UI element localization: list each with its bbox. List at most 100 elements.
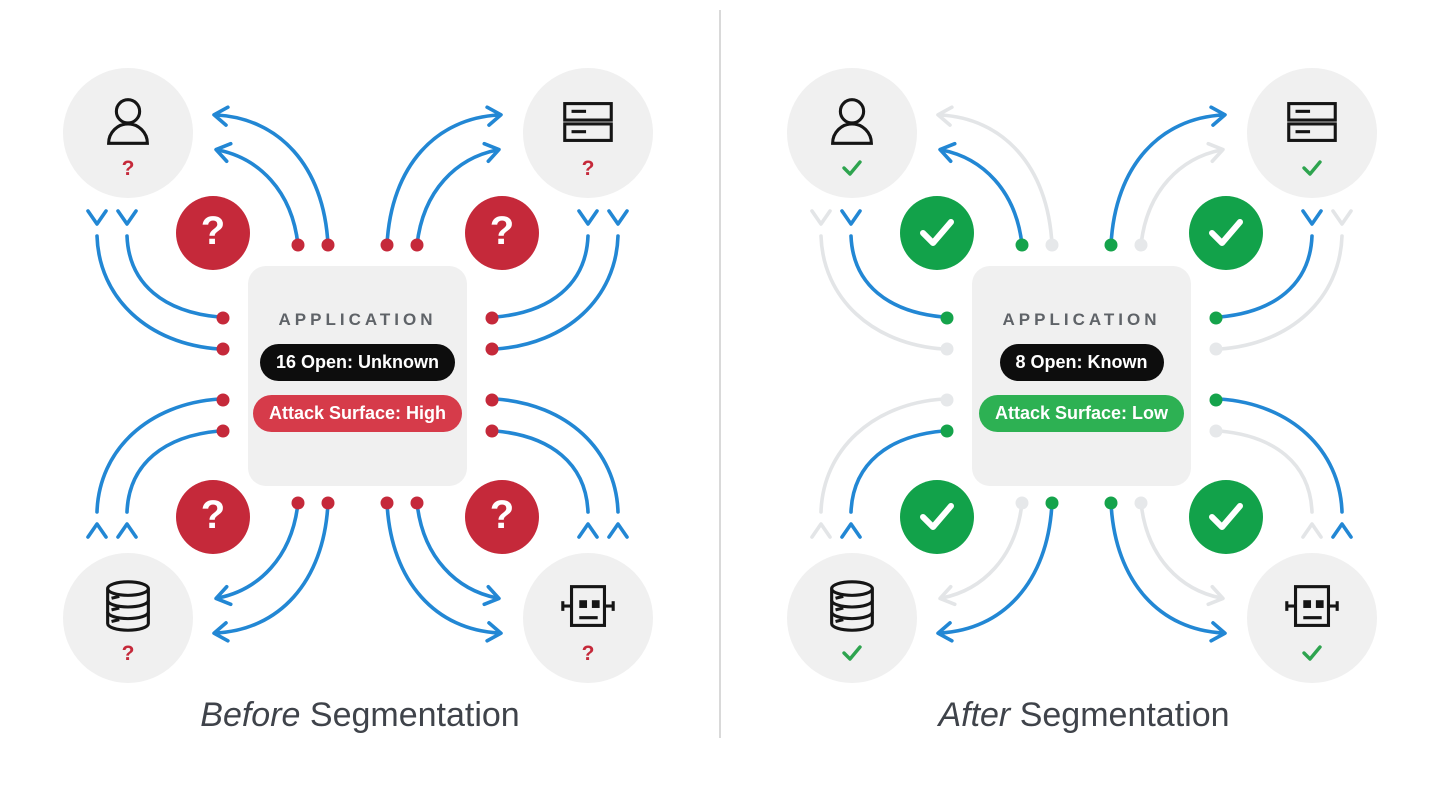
connection-arc [385, 501, 501, 635]
caption-italic: After [938, 696, 1011, 734]
port-dot [1104, 238, 1118, 252]
attack-surface-pill: Attack Surface: Low [978, 395, 1185, 432]
port-dot [216, 393, 230, 407]
connection-arc [216, 148, 300, 247]
arrowhead-icon [1209, 621, 1227, 643]
database-icon [830, 580, 874, 632]
port-dot [1015, 238, 1029, 252]
port-dot [940, 342, 954, 356]
port-dot [1209, 393, 1223, 407]
node-user: ? [63, 68, 193, 198]
connection-arc [1218, 234, 1314, 319]
connection-arc [1109, 501, 1225, 635]
connection-wires [810, 105, 1353, 643]
check-icon [920, 219, 954, 246]
connection-arc [214, 113, 330, 247]
port-dot [940, 424, 954, 438]
port-dot [1209, 342, 1223, 356]
status-badge [1189, 480, 1263, 554]
caption-italic: Before [200, 696, 301, 734]
port-dot [940, 311, 954, 325]
connection-arc [819, 234, 945, 351]
connection-arc [819, 397, 945, 514]
connection-arc [938, 113, 1054, 247]
port-dot [380, 496, 394, 510]
node-status-mark [840, 640, 864, 666]
arrowhead-icon [810, 522, 832, 539]
connection-arc [415, 148, 499, 247]
arrowhead-icon [485, 621, 503, 643]
port-dot [216, 342, 230, 356]
status-badge [900, 480, 974, 554]
node-status-mark [1300, 640, 1324, 666]
arrowhead-icon [485, 105, 503, 127]
application-title: APPLICATION [1002, 310, 1161, 329]
port-dot [485, 424, 499, 438]
robot-icon [561, 585, 615, 627]
port-dot [410, 238, 424, 252]
arrowhead-icon [1209, 105, 1227, 127]
connection-arc [1139, 501, 1223, 600]
database-icon [106, 580, 150, 632]
server-icon [1287, 102, 1337, 142]
application-box: APPLICATION 8 Open: Known Attack Surface… [972, 266, 1191, 486]
arrowhead-icon [607, 209, 629, 226]
node-bot [1247, 553, 1377, 683]
arrowhead-icon [214, 584, 233, 607]
arrowhead-icon [1331, 522, 1353, 539]
arrowhead-icon [86, 209, 108, 226]
connection-arc [494, 234, 620, 351]
node-server: ? [523, 68, 653, 198]
status-badge: ? [176, 480, 250, 554]
connection-arc [938, 501, 1054, 635]
port-dot [1045, 496, 1059, 510]
arrowhead-icon [86, 522, 108, 539]
status-badge: ? [176, 196, 250, 270]
node-status-mark [840, 155, 864, 181]
question-mark-icon: ? [489, 493, 515, 537]
check-icon [842, 645, 862, 661]
connection-arc [415, 501, 499, 600]
arrowhead-icon [938, 141, 957, 164]
connection-arc [940, 501, 1024, 600]
caption-rest: Segmentation [1019, 696, 1230, 734]
arrowhead-icon [936, 105, 954, 127]
status-badge: ? [465, 196, 539, 270]
status-badge [900, 196, 974, 270]
panel-caption: After Segmentation [724, 696, 1440, 735]
connection-arc [849, 429, 945, 514]
panel-after: APPLICATION 8 Open: Known Attack Surface… [724, 0, 1440, 810]
arrowhead-icon [607, 522, 629, 539]
arrowhead-icon [1301, 522, 1323, 539]
application-title: APPLICATION [278, 310, 437, 329]
check-icon [1302, 160, 1322, 176]
caption-rest: Segmentation [309, 696, 520, 734]
arrowhead-icon [810, 209, 832, 226]
port-dot [380, 238, 394, 252]
connection-arc [95, 234, 221, 351]
connection-arc [1218, 234, 1344, 351]
node-database: ? [63, 553, 193, 683]
port-dot [940, 393, 954, 407]
check-icon [1209, 503, 1243, 530]
node-database [787, 553, 917, 683]
connection-arc [214, 501, 330, 635]
port-dot [321, 496, 335, 510]
attack-surface-pill: Attack Surface: High [252, 395, 463, 432]
connection-arc [849, 234, 945, 319]
port-dot [1209, 424, 1223, 438]
arrowhead-icon [214, 141, 233, 164]
arrowhead-icon [116, 522, 138, 539]
arrowhead-icon [577, 209, 599, 226]
node-bot: ? [523, 553, 653, 683]
check-icon [920, 503, 954, 530]
check-icon [842, 160, 862, 176]
connection-arc [1139, 148, 1223, 247]
node-status-mark: ? [582, 155, 595, 181]
question-mark-icon: ? [121, 156, 135, 180]
connection-arc [125, 429, 221, 514]
connection-arc [216, 501, 300, 600]
ports-pill: 8 Open: Known [999, 344, 1164, 381]
status-badge [1189, 196, 1263, 270]
